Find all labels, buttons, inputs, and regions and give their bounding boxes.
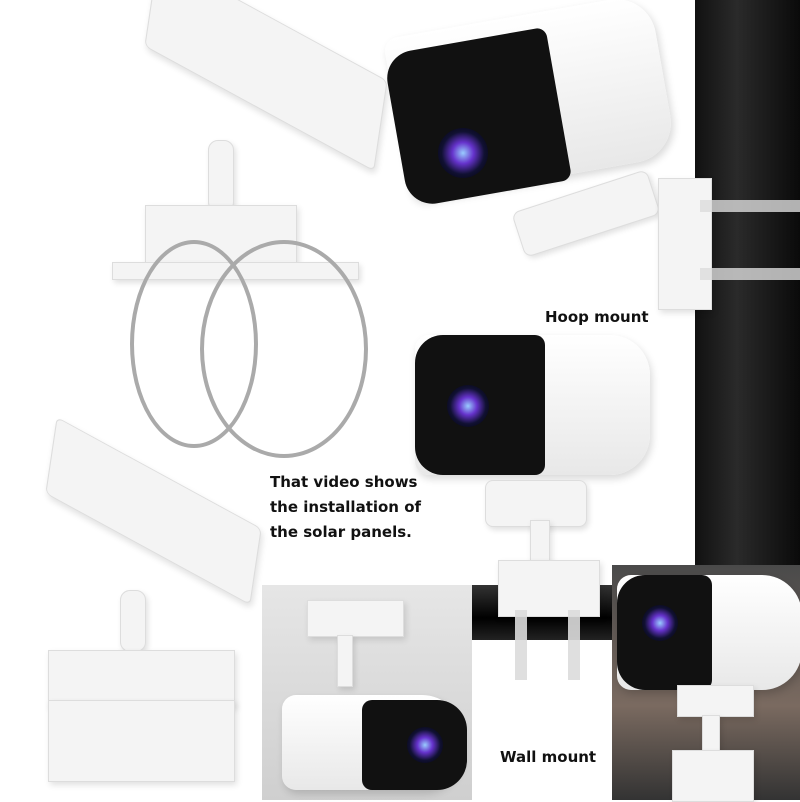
caption-line-1: That video shows xyxy=(270,473,418,491)
black-pole xyxy=(695,0,800,580)
wall-mount-label: Wall mount xyxy=(500,748,597,766)
caption-line-3: the solar panels. xyxy=(270,523,412,541)
ceiling-mount-photo xyxy=(262,585,472,800)
installation-caption: That video shows the installation of the… xyxy=(270,470,421,545)
wall-mount-photo xyxy=(612,565,800,802)
hoop-mount-label: Hoop mount xyxy=(545,308,649,326)
caption-line-2: the installation of xyxy=(270,498,422,516)
